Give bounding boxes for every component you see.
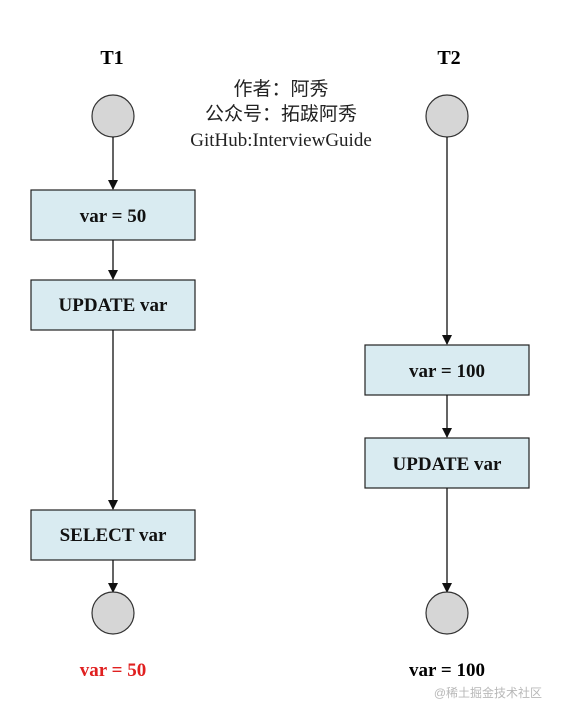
credits: 作者：阿秀 公众号：拓跋阿秀 GitHub:InterviewGuide [190, 78, 372, 151]
t1-step-set-var: var = 50 [30, 189, 196, 241]
credit-account: 公众号：拓跋阿秀 [205, 103, 357, 125]
t2-start-node [425, 94, 469, 138]
t1-step-select: SELECT var [30, 509, 196, 561]
t1-step-set-var-label: var = 50 [80, 206, 146, 227]
t1-step-update-label: UPDATE var [59, 295, 168, 316]
t1-step-select-label: SELECT var [60, 525, 167, 546]
t2-step-set-var: var = 100 [364, 344, 530, 396]
lane-t2: T2 var = 100 UPDATE var var = 100 [364, 47, 530, 681]
t2-step-update-label: UPDATE var [393, 454, 502, 475]
watermark: @稀土掘金技术社区 [434, 685, 542, 700]
t2-end-node [425, 591, 469, 635]
t2-result: var = 100 [409, 660, 485, 681]
lane-t2-title: T2 [437, 47, 460, 69]
credit-github: GitHub:InterviewGuide [190, 130, 372, 151]
lane-t1: T1 var = 50 UPDATE var SELECT var var = … [30, 47, 196, 681]
t2-step-set-var-label: var = 100 [409, 361, 485, 382]
t2-step-update: UPDATE var [364, 437, 530, 489]
t1-end-node [91, 591, 135, 635]
t1-start-node [91, 94, 135, 138]
credit-author: 作者：阿秀 [233, 78, 328, 100]
t1-result: var = 50 [80, 660, 146, 681]
lane-t1-title: T1 [100, 47, 123, 69]
t1-step-update: UPDATE var [30, 279, 196, 331]
